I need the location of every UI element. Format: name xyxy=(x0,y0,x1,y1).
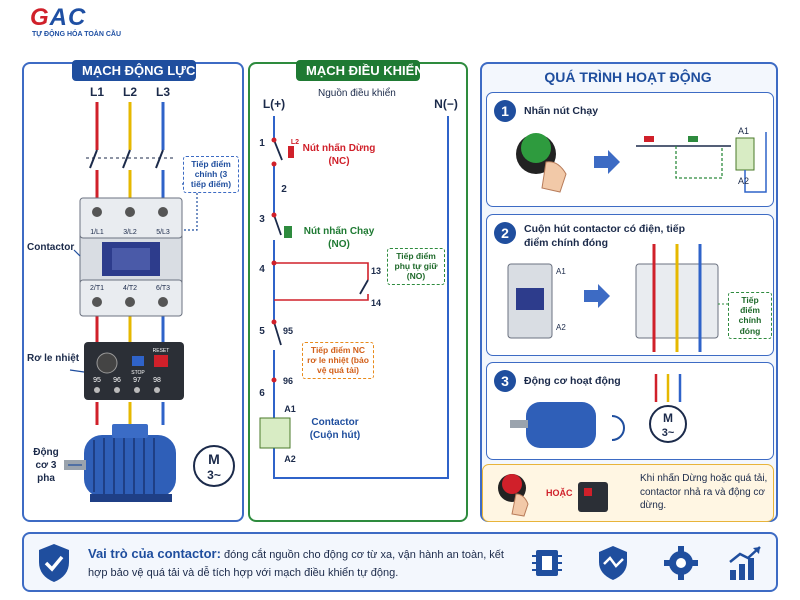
step-2-number: 2 xyxy=(494,222,516,244)
stop-note-illustration xyxy=(498,474,608,517)
coil-a1: A1 xyxy=(284,404,296,414)
step-2-illustration: A1 A2 xyxy=(507,244,728,352)
phase-label-l2: L2 xyxy=(123,85,137,99)
phase-label-l1: L1 xyxy=(90,85,104,99)
coil-a2: A2 xyxy=(284,454,296,464)
motor-symbol xyxy=(193,445,235,487)
control-circuit-title: MẠCH ĐIỀU KHIỂN xyxy=(296,60,424,81)
control-minus-label: N(−) xyxy=(434,97,458,111)
stop-note-or-label: HOẶC xyxy=(546,488,573,498)
step-2-coil-a1: A1 xyxy=(556,267,566,276)
relay-stop-label: STOP xyxy=(131,370,145,376)
step-3-illustration: M 3~ xyxy=(510,374,687,448)
step-1-number: 1 xyxy=(494,100,516,122)
terminal-top-2: 3/L2 xyxy=(123,229,137,236)
relay-nc-96: 96 xyxy=(283,376,293,386)
label-pointers xyxy=(68,183,198,466)
role-text-block: Vai trò của contactor: đóng cắt nguồn ch… xyxy=(88,544,508,582)
power-circuit-diagram: 1/L1 3/L2 5/L3 2/T1 4/T2 6/T3 95 96 97 9… xyxy=(64,85,235,502)
node-3: 3 xyxy=(259,214,265,225)
control-wires xyxy=(273,116,449,479)
contactor-role-bar: Vai trò của contactor: đóng cắt nguồn ch… xyxy=(22,532,778,592)
stop-note-text: Khi nhấn Dừng hoặc quá tải, contactor nh… xyxy=(640,473,768,511)
node-dots xyxy=(271,137,277,383)
thermal-relay-label: Rơ le nhiệt xyxy=(27,353,80,364)
gear-icon xyxy=(664,546,698,580)
relay-terminal-98: 98 xyxy=(153,377,161,384)
stop-note-box xyxy=(482,464,774,522)
self-hold-loop xyxy=(274,262,369,301)
relay-nc-95: 95 xyxy=(283,326,293,336)
growth-chart-icon xyxy=(729,546,761,580)
control-circuit-diagram: L(+) N(−) 1 2 3 4 5 6 13 14 95 96 A1 A2 … xyxy=(259,97,458,479)
step-1-coil-a1: A1 xyxy=(738,126,749,136)
role-description: đóng cắt nguồn cho động cơ từ xa, vận hà… xyxy=(88,549,504,579)
node-4: 4 xyxy=(259,264,265,275)
relay-terminal-96: 96 xyxy=(113,377,121,384)
step-3-text: Động cơ hoạt động xyxy=(524,375,621,387)
stop-tag: L2 xyxy=(291,139,299,146)
aux-terminal-13: 13 xyxy=(371,266,381,276)
role-title: Vai trò của contactor: xyxy=(88,546,221,561)
step-2-coil-a2: A2 xyxy=(556,323,566,332)
coil-box xyxy=(259,417,291,449)
step-2-text: Cuộn hút contactor có điện, tiếp điểm ch… xyxy=(524,223,685,250)
process-title: QUÁ TRÌNH HOẠT ĐỘNG xyxy=(544,69,712,85)
motor-symbol-sub: 3~ xyxy=(207,468,221,482)
shield-bolt-icon xyxy=(599,546,627,580)
gac-logo: GAC TỰ ĐỘNG HÓA TOÀN CẦU xyxy=(30,4,150,38)
relay-terminal-97: 97 xyxy=(133,377,141,384)
terminal-labels: 1/L1 3/L2 5/L3 2/T1 4/T2 6/T3 95 96 97 9… xyxy=(90,229,170,384)
step-3-motor-sub: 3~ xyxy=(662,427,675,439)
shield-check-icon xyxy=(39,544,69,582)
terminal-bottom-1: 2/T1 xyxy=(90,285,104,292)
node-2: 2 xyxy=(281,184,287,195)
start-button-label: Nút nhấn Chạy (NO) xyxy=(303,226,375,250)
contactor-chip-icon xyxy=(532,550,562,576)
main-contact-switches xyxy=(86,149,174,169)
terminal-top-1: 1/L1 xyxy=(90,229,104,236)
aux-contact-callout: Tiếp điểm phụ tự giữ (NO) xyxy=(387,248,445,285)
step-2-callout: Tiếp điểm chính đóng xyxy=(728,292,772,339)
control-plus-label: L(+) xyxy=(263,97,285,111)
logo-subtitle: TỰ ĐỘNG HÓA TOÀN CẦU xyxy=(32,31,122,38)
node-5: 5 xyxy=(259,326,265,337)
logo-word: GAC xyxy=(30,4,87,31)
power-circuit-title: MẠCH ĐỘNG LỰC xyxy=(72,60,196,81)
step-1-text: Nhấn nút Chạy xyxy=(524,105,599,117)
terminal-top-3: 5/L3 xyxy=(156,229,170,236)
main-contacts-callout: Tiếp điểm chính (3 tiếp điểm) xyxy=(183,156,239,193)
control-source-label: Nguồn điều khiển xyxy=(318,88,396,99)
aux-terminal-14: 14 xyxy=(371,298,381,308)
step-1-illustration: A1 A2 xyxy=(516,126,767,193)
control-node-labels: L(+) N(−) 1 2 3 4 5 6 13 14 95 96 A1 A2 … xyxy=(259,97,458,464)
phase-wires xyxy=(95,102,165,425)
step-3-number: 3 xyxy=(494,370,516,392)
stop-button-label: Nút nhấn Dừng (NC) xyxy=(302,143,376,167)
thermal-relay-body xyxy=(84,342,184,400)
motor-illustration xyxy=(64,424,176,502)
node-6: 6 xyxy=(259,388,265,399)
relay-reset-label: RESET xyxy=(153,348,170,354)
motor-symbol-m: M xyxy=(208,451,220,467)
motor-label: Động cơ 3 pha xyxy=(33,447,59,484)
phase-labels: L1 L2 L3 xyxy=(90,85,170,99)
step-1-coil-a2: A2 xyxy=(738,176,749,186)
terminal-bottom-2: 4/T2 xyxy=(123,285,137,292)
process-step-1 xyxy=(486,92,774,207)
coil-label: Contactor (Cuộn hút) xyxy=(309,417,361,441)
contactor-body xyxy=(79,197,183,317)
relay-nc-callout: Tiếp điểm NC rơ le nhiệt (bảo vệ quá tải… xyxy=(302,342,374,379)
terminal-bottom-3: 6/T3 xyxy=(156,285,170,292)
relay-terminal-95: 95 xyxy=(93,377,101,384)
phase-label-l3: L3 xyxy=(156,85,170,99)
contactor-label: Contactor xyxy=(27,242,75,253)
step-3-motor-m: M xyxy=(663,411,673,425)
switch-symbols xyxy=(273,139,369,346)
node-1: 1 xyxy=(259,138,265,149)
